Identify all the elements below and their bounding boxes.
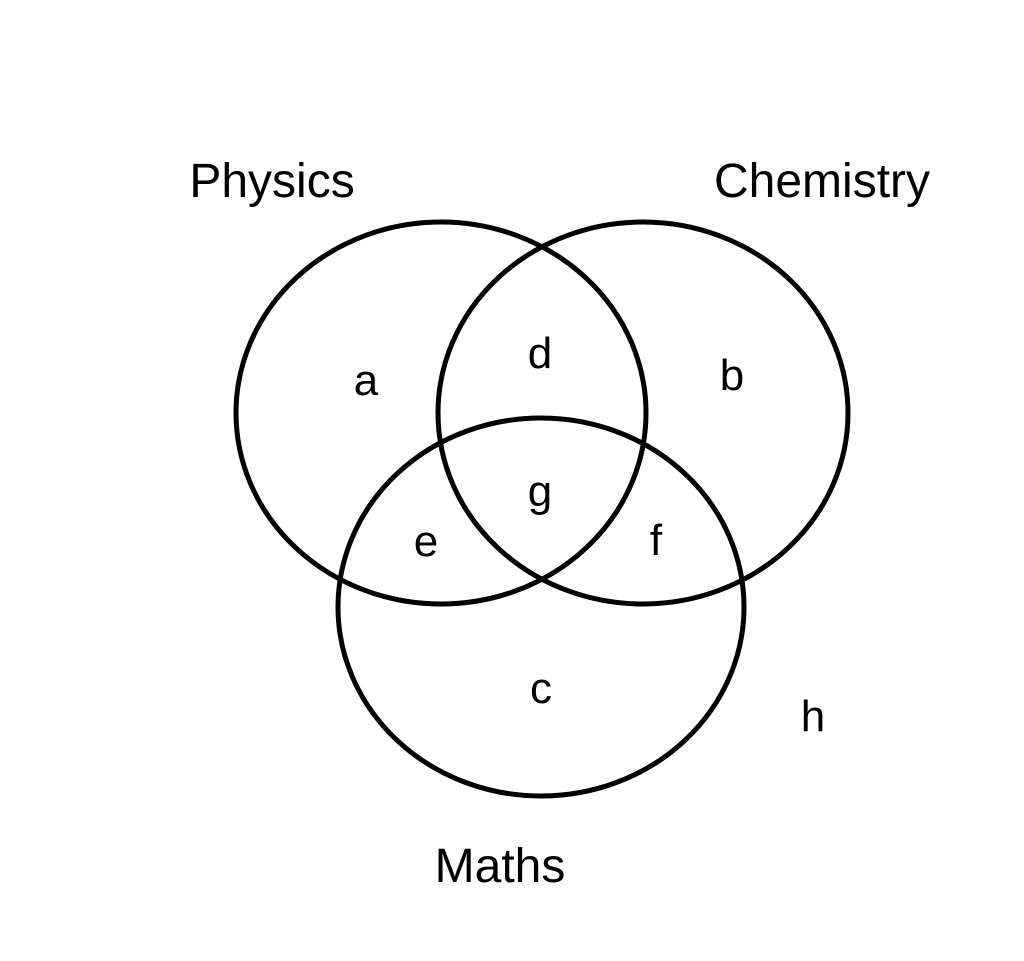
region-label-h: h — [801, 692, 825, 741]
region-label-f: f — [650, 516, 663, 565]
maths-label: Maths — [435, 840, 566, 893]
physics-label: Physics — [189, 155, 354, 208]
region-label-c: c — [530, 664, 552, 713]
region-label-g: g — [528, 467, 552, 516]
chemistry-label: Chemistry — [714, 155, 930, 208]
chemistry-circle — [435, 219, 851, 607]
physics-circle — [233, 219, 649, 607]
region-label-a: a — [354, 356, 379, 405]
region-label-b: b — [720, 351, 744, 400]
region-label-d: d — [528, 329, 552, 378]
maths-circle — [335, 415, 747, 799]
region-label-e: e — [414, 517, 438, 566]
